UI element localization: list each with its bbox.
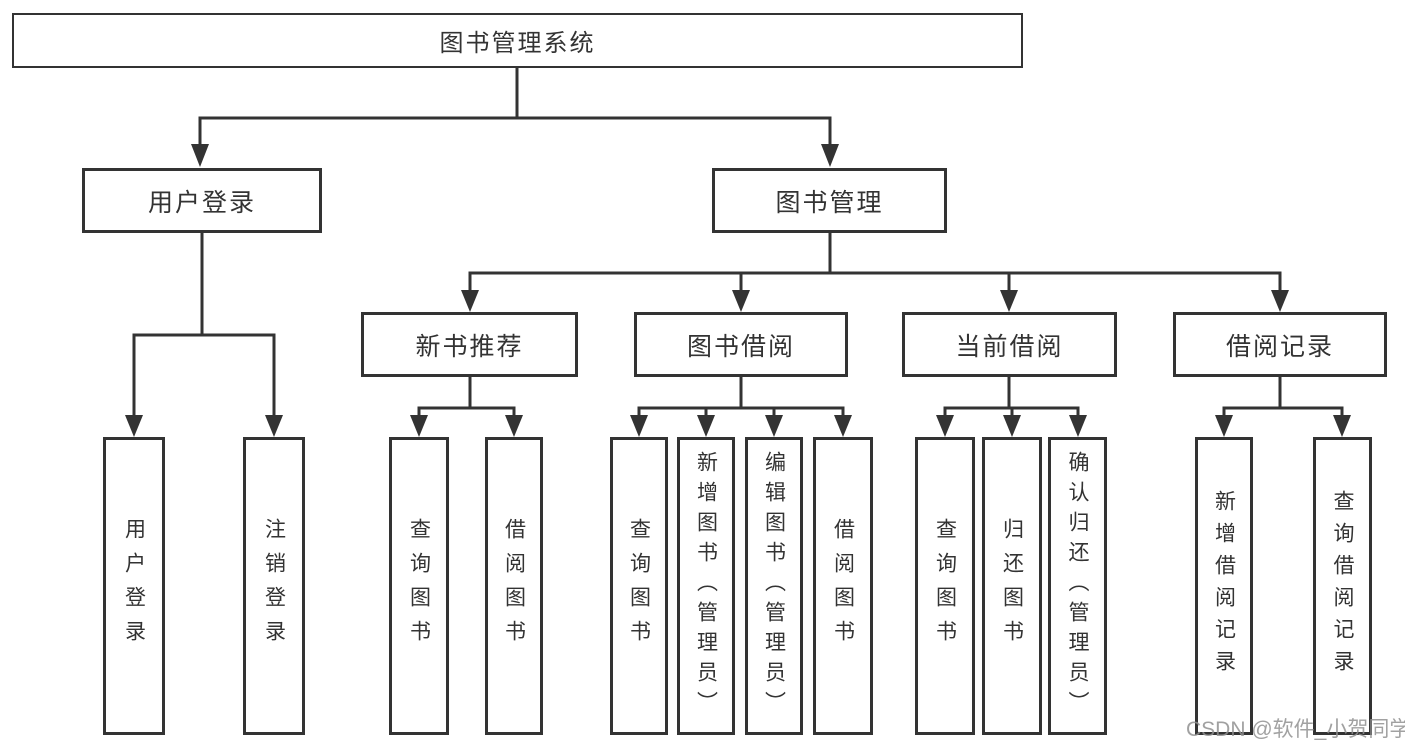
leaf-query-books-current-label: 查询图书 [933, 518, 957, 654]
leaf-borrow-books: 借阅图书 [813, 437, 873, 735]
leaf-edit-book-admin: 编辑图书（管理员） [745, 437, 803, 735]
leaf-return-book-label: 归还图书 [1000, 518, 1024, 654]
node-current-borrow: 当前借阅 [902, 312, 1117, 377]
node-book-borrow: 图书借阅 [634, 312, 848, 377]
leaf-borrow-books-recommend-label: 借阅图书 [502, 518, 526, 654]
leaf-logout: 注销登录 [243, 437, 305, 735]
leaf-query-borrow-record: 查询借阅记录 [1313, 437, 1372, 735]
leaf-borrow-books-label: 借阅图书 [831, 518, 855, 654]
leaf-confirm-return-admin: 确认归还（管理员） [1048, 437, 1107, 735]
leaf-query-books-current: 查询图书 [915, 437, 975, 735]
leaf-add-book-admin-label: 新增图书（管理员） [694, 451, 718, 721]
leaf-confirm-return-admin-label: 确认归还（管理员） [1066, 451, 1089, 721]
leaf-return-book: 归还图书 [982, 437, 1042, 735]
leaf-borrow-books-recommend: 借阅图书 [485, 437, 543, 735]
leaf-add-borrow-record: 新增借阅记录 [1195, 437, 1253, 735]
node-user-login-branch: 用户登录 [82, 168, 322, 233]
node-book-management-branch: 图书管理 [712, 168, 947, 233]
leaf-edit-book-admin-label: 编辑图书（管理员） [762, 451, 786, 721]
leaf-user-login-label: 用户登录 [122, 518, 146, 654]
leaf-logout-label: 注销登录 [262, 518, 286, 654]
leaf-user-login: 用户登录 [103, 437, 165, 735]
leaf-query-books-borrow: 查询图书 [610, 437, 668, 735]
node-root-library-system: 图书管理系统 [12, 13, 1023, 68]
leaf-query-books-recommend-label: 查询图书 [407, 518, 431, 654]
leaf-query-books-recommend: 查询图书 [389, 437, 449, 735]
node-new-book-recommend: 新书推荐 [361, 312, 578, 377]
leaf-add-book-admin: 新增图书（管理员） [677, 437, 735, 735]
csdn-watermark: CSDN @软件_小贺同学 [1186, 718, 1405, 741]
node-borrow-records: 借阅记录 [1173, 312, 1387, 377]
leaf-add-borrow-record-label: 新增借阅记录 [1212, 490, 1236, 682]
leaf-query-borrow-record-label: 查询借阅记录 [1331, 490, 1354, 682]
leaf-query-books-borrow-label: 查询图书 [627, 518, 651, 654]
